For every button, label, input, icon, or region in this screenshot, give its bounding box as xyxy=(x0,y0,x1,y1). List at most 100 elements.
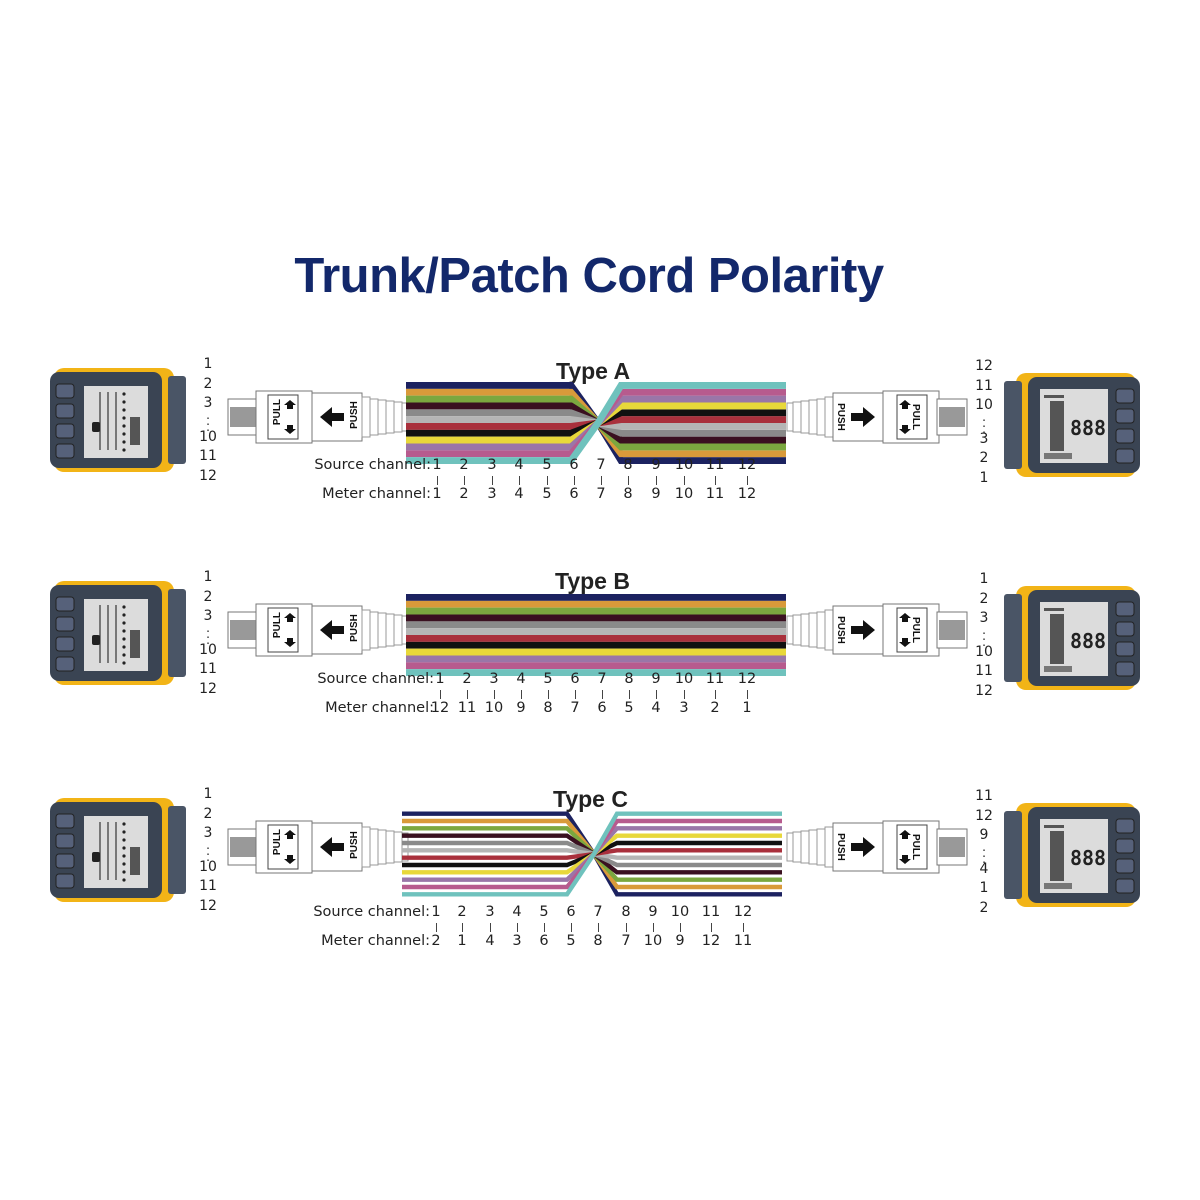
port-number: 9 xyxy=(979,827,989,843)
source-channel-number: 2 xyxy=(457,904,467,920)
meter-channel-number: 3 xyxy=(487,486,497,502)
source-channel-number: 1 xyxy=(432,457,442,473)
polarity-type-label: Type C xyxy=(553,786,628,812)
port-number: 4 xyxy=(979,860,989,877)
port-number: 2 xyxy=(979,590,989,607)
svg-text:PULL: PULL xyxy=(272,612,283,638)
channel-link-tick xyxy=(437,476,438,485)
port-number: 3 xyxy=(203,825,213,841)
channel-link-tick xyxy=(571,923,572,932)
port-number: 10 xyxy=(199,428,217,445)
meter-channel-number: 2 xyxy=(431,933,441,949)
meter-channel-number: 11 xyxy=(705,486,725,502)
port-number: 2 xyxy=(203,375,213,392)
channel-link-tick xyxy=(653,923,654,932)
channel-link-tick xyxy=(464,476,465,485)
meter-channel-number: 8 xyxy=(543,700,553,716)
port-number: 2 xyxy=(979,450,989,466)
port-number: ... xyxy=(206,837,210,864)
source-channel-number: 3 xyxy=(489,671,499,687)
channel-link-tick xyxy=(547,476,548,485)
source-channel-number: 1 xyxy=(435,671,445,687)
port-number: 1 xyxy=(203,569,213,585)
svg-text:PULL: PULL xyxy=(910,834,921,860)
meter-channel-number: 2 xyxy=(710,700,720,716)
channel-link-tick xyxy=(490,923,491,932)
svg-text:PULL: PULL xyxy=(910,404,921,430)
source-channel-number: 10 xyxy=(674,457,694,473)
meter-channel-number: 4 xyxy=(485,933,495,949)
mpo-connector-left: PULL PUSH xyxy=(227,390,409,444)
meter-channel-number: 5 xyxy=(566,933,576,949)
source-channel-number: 4 xyxy=(512,904,522,920)
port-number: 10 xyxy=(975,643,993,660)
mpo-connector-left: PULL PUSH xyxy=(227,820,409,874)
meter-channel-number: 9 xyxy=(516,700,526,716)
port-number: 1 xyxy=(979,880,989,896)
meter-channel-number: 6 xyxy=(569,486,579,502)
svg-text:888: 888 xyxy=(1070,629,1106,653)
svg-text:PUSH: PUSH xyxy=(349,401,360,429)
channel-link-tick xyxy=(492,476,493,485)
channel-link-tick xyxy=(494,690,495,699)
port-number: 2 xyxy=(203,805,213,822)
port-number: 2 xyxy=(203,588,213,605)
source-channel-number: 5 xyxy=(539,904,549,920)
fiber-ribbon-cable xyxy=(406,382,786,464)
source-channel-number: 11 xyxy=(705,457,725,473)
port-number: ... xyxy=(206,407,210,434)
fiber-ribbon-cable xyxy=(402,811,782,897)
svg-text:PUSH: PUSH xyxy=(835,616,846,644)
source-channel-number: 7 xyxy=(596,457,606,473)
source-channel-number: 6 xyxy=(570,671,580,687)
channel-link-tick xyxy=(521,690,522,699)
source-channel-number: 8 xyxy=(624,671,634,687)
power-meter-device: 888 xyxy=(1004,586,1140,690)
meter-channel-number: 7 xyxy=(596,486,606,502)
meter-channel-number: 1 xyxy=(457,933,467,949)
port-number: 1 xyxy=(979,469,989,486)
port-number: 12 xyxy=(975,807,993,824)
source-channel-label: Source channel: xyxy=(313,904,430,920)
channel-link-tick xyxy=(462,923,463,932)
meter-channel-number: 2 xyxy=(459,486,469,502)
fiber-ribbon-cable xyxy=(406,594,786,676)
meter-channel-number: 8 xyxy=(623,486,633,502)
source-channel-number: 4 xyxy=(516,671,526,687)
meter-channel-number: 3 xyxy=(512,933,522,949)
source-channel-number: 2 xyxy=(459,457,469,473)
source-meter-device xyxy=(50,581,186,685)
port-number: 10 xyxy=(199,641,217,658)
meter-channel-number: 10 xyxy=(484,700,504,716)
source-channel-number: 12 xyxy=(737,457,757,473)
channel-link-tick xyxy=(626,923,627,932)
channel-link-tick xyxy=(684,690,685,699)
channel-link-tick xyxy=(656,690,657,699)
mpo-connector-right: PUSH PULL xyxy=(786,820,968,874)
meter-channel-number: 7 xyxy=(621,933,631,949)
polarity-type-label: Type B xyxy=(555,568,630,594)
source-channel-label: Source channel: xyxy=(317,671,434,687)
meter-channel-number: 5 xyxy=(624,700,634,716)
port-number: 3 xyxy=(979,610,989,626)
fiber-strand xyxy=(406,382,786,464)
port-number: 12 xyxy=(975,358,993,374)
svg-text:PUSH: PUSH xyxy=(835,403,846,431)
port-number: 11 xyxy=(199,661,217,677)
channel-link-tick xyxy=(684,476,685,485)
channel-link-tick xyxy=(743,923,744,932)
source-channel-number: 8 xyxy=(623,457,633,473)
meter-channel-label: Meter channel: xyxy=(321,933,430,949)
source-channel-number: 7 xyxy=(597,671,607,687)
source-channel-number: 9 xyxy=(648,904,658,920)
channel-link-tick xyxy=(629,690,630,699)
source-channel-number: 1 xyxy=(431,904,441,920)
power-meter-device: 888 xyxy=(1004,373,1140,477)
port-number: 3 xyxy=(979,430,989,447)
source-channel-number: 8 xyxy=(621,904,631,920)
meter-channel-label: Meter channel: xyxy=(325,700,434,716)
port-number: 2 xyxy=(979,899,989,916)
